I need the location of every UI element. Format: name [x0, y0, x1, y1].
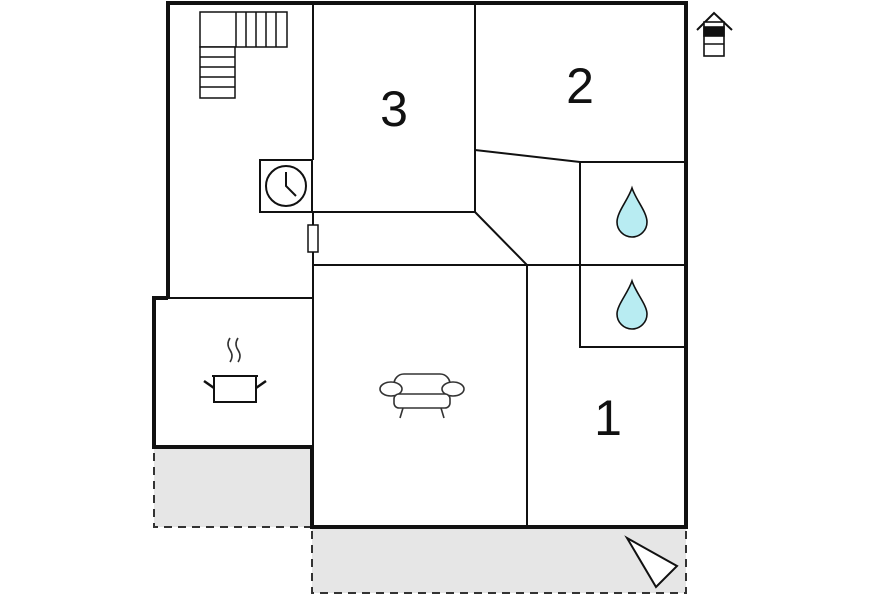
room-number-1: 1 [594, 390, 622, 446]
staircase-icon [199, 11, 288, 99]
floor-level-icon [696, 11, 733, 57]
terraces [153, 446, 687, 594]
entrance-arrow-icon [624, 535, 679, 589]
room-number-2: 2 [566, 58, 594, 114]
cooking-pot-icon [203, 337, 267, 403]
outer-walls [152, 1, 688, 529]
room-number-3: 3 [380, 81, 408, 137]
sofa-icon [379, 373, 465, 419]
water-drop-icon [616, 185, 648, 238]
door-marker [307, 224, 319, 253]
terrace-bottom [311, 526, 687, 594]
clock-icon [259, 159, 313, 213]
water-drop-icon [616, 278, 648, 330]
terrace-left [153, 446, 313, 528]
interior-walls [168, 3, 686, 527]
